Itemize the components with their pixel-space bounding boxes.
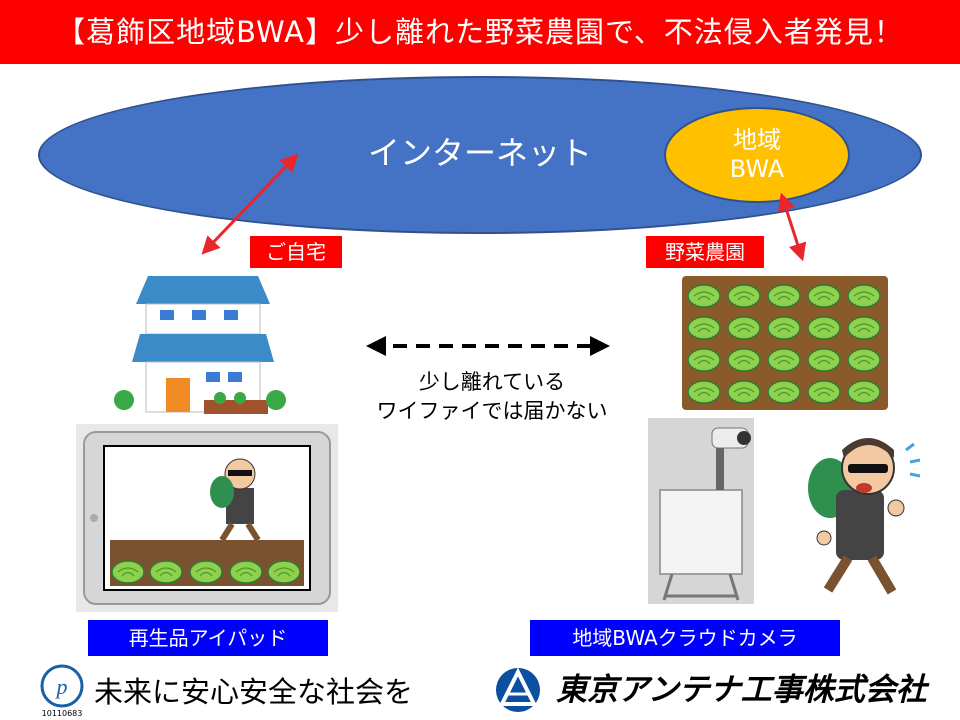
cabbage-icon — [727, 316, 761, 340]
farm-bwa-arrow — [777, 192, 807, 262]
cabbage-icon — [807, 348, 841, 372]
cabbage-icon — [847, 316, 881, 340]
home-internet-arrow — [201, 153, 299, 255]
intruder-icon — [808, 438, 921, 595]
privacy-mark-logo: p — [40, 664, 84, 708]
title-banner: 【葛飾区地域BWA】少し離れた野菜農園で、不法侵入者発見！ — [0, 0, 960, 64]
cabbage-icon — [767, 380, 801, 404]
cabbage-icon — [847, 380, 881, 404]
company-logo — [496, 667, 540, 712]
internet-label: インターネット — [367, 134, 592, 172]
bwa-label-line2: BWA — [729, 155, 785, 183]
cabbage-icon — [767, 316, 801, 340]
wifi-note-line2: ワイファイでは届かない — [376, 399, 608, 423]
wifi-note-line1: 少し離れている — [418, 370, 566, 394]
ipad-caption: 再生品アイパッド — [88, 620, 328, 656]
cabbage-icon — [687, 316, 721, 340]
cabbage-icon — [727, 380, 761, 404]
bwa-ellipse: 地域 BWA — [664, 107, 850, 203]
cabbage-icon — [687, 380, 721, 404]
cabbage-icon — [727, 348, 761, 372]
cabbage-icon — [847, 284, 881, 308]
camera-caption: 地域BWAクラウドカメラ — [530, 620, 840, 656]
cabbage-icon — [687, 348, 721, 372]
house-icon — [114, 276, 286, 414]
tablet-icon — [76, 424, 338, 612]
footer-slogan: 未来に安心安全な社会を — [94, 675, 414, 709]
cloud-camera-icon — [648, 418, 754, 604]
cabbage-icon — [847, 348, 881, 372]
footer-company-name: 東京アンテナ工事株式会社 — [556, 672, 927, 708]
cabbage-icon — [807, 380, 841, 404]
cabbage-icon — [687, 284, 721, 308]
cabbage-icon — [767, 284, 801, 308]
farm-tag: 野菜農園 — [646, 236, 764, 268]
svg-text:p: p — [55, 674, 68, 699]
bwa-label-line1: 地域 — [733, 126, 781, 154]
cabbage-icon — [807, 284, 841, 308]
wifi-note: 少し離れている ワイファイでは届かない — [342, 368, 642, 426]
vegetable-field-icon — [682, 276, 888, 410]
cabbage-icon — [767, 348, 801, 372]
cabbage-icon — [727, 284, 761, 308]
cabbage-icon — [807, 316, 841, 340]
privacy-mark-number: 10110683 — [42, 709, 83, 718]
